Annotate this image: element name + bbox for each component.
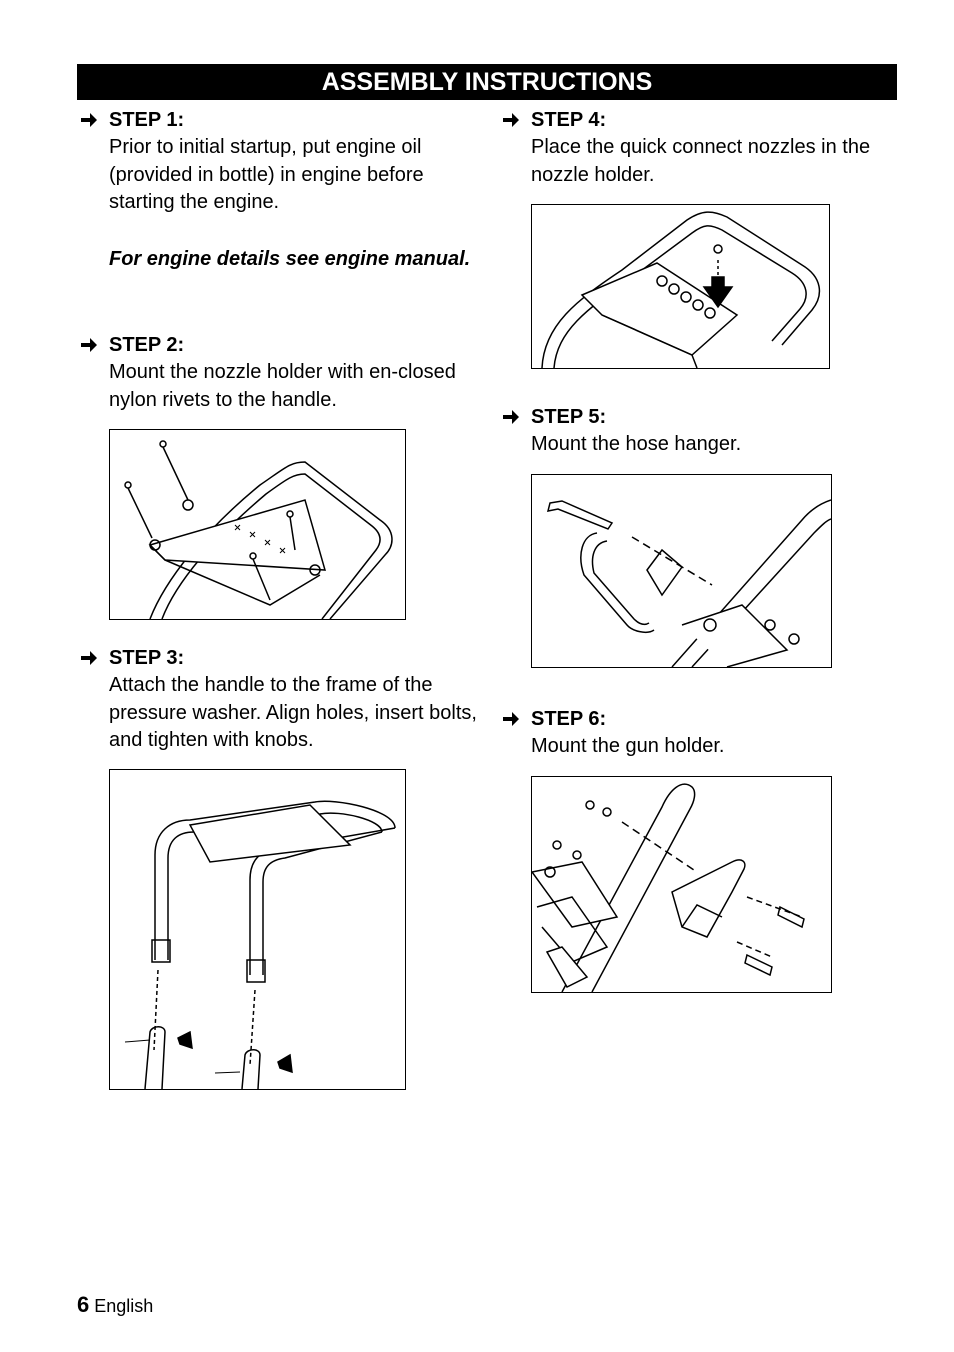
step-text: Mount the gun holder. [531,735,725,757]
arrow-right-icon [503,113,519,127]
page-footer: 6 English [77,1292,153,1318]
page-title: ASSEMBLY INSTRUCTIONS [321,68,653,96]
step-text: Mount the hose hanger. [531,433,742,455]
section-header: ASSEMBLY INSTRUCTIONS [77,64,897,100]
step-label: STEP 3: [109,647,185,669]
step-5: STEP 5: Mount the hose hanger. [499,403,899,459]
step-label: STEP 4: [531,109,607,131]
language-label: English [94,1296,154,1316]
step-4-illustration [531,204,830,369]
step-5-illustration [531,474,832,668]
step-label: STEP 1: [109,109,185,131]
step-text: Place the quick connect nozzles in the n… [531,136,871,186]
step-3-illustration [109,769,406,1090]
step-label: STEP 5: [531,406,607,428]
arrow-right-icon [503,712,519,726]
step-text: Prior to initial startup, put engine oil… [109,136,424,213]
arrow-right-icon [81,338,97,352]
arrow-right-icon [503,410,519,424]
step-text: Mount the nozzle holder with en-closed n… [109,361,456,411]
step-label: STEP 6: [531,708,607,730]
arrow-right-icon [81,113,97,127]
step-6-illustration [531,776,832,993]
step-3: STEP 3: Attach the handle to the frame o… [77,644,477,755]
arrow-right-icon [81,651,97,665]
step-2: STEP 2: Mount the nozzle holder with en-… [77,331,477,414]
step-6: STEP 6: Mount the gun holder. [499,705,899,761]
step-label: STEP 2: [109,334,185,356]
step-4: STEP 4: Place the quick connect nozzles … [499,106,899,189]
engine-manual-note: For engine details see engine manual. [109,247,471,270]
step-text: Attach the handle to the frame of the pr… [109,674,477,751]
step-1: STEP 1: Prior to initial startup, put en… [77,106,477,273]
page-number: 6 [77,1292,90,1317]
step-2-illustration [109,429,406,620]
